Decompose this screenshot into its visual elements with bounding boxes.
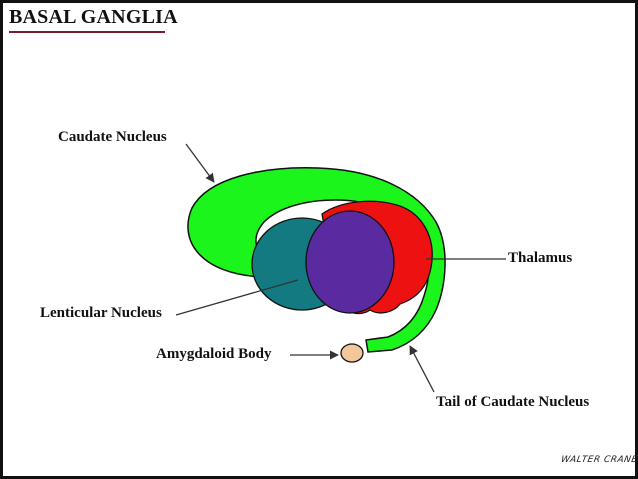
amygdaloid-body-shape (340, 343, 364, 363)
caudate-nucleus-label: Caudate Nucleus (58, 129, 167, 145)
title-underline (9, 31, 165, 33)
lenticular-pointer-line (175, 279, 299, 316)
thalamus-label: Thalamus (508, 250, 573, 266)
artist-signature: WALTER CRANE (560, 455, 638, 465)
caudate-pointer-arrow (185, 143, 215, 183)
globus-pallidus-shape (305, 210, 395, 314)
tail-pointer-arrow (409, 345, 435, 393)
tail-of-caudate-nucleus-label: Tail of Caudate Nucleus (436, 394, 590, 410)
diagram-title: BASAL GANGLIA (9, 6, 178, 28)
caudate-nucleus-shape (187, 167, 446, 353)
lenticular-nucleus-label: Lenticular Nucleus (40, 305, 162, 321)
amygdaloid-body-label: Amygdaloid Body (156, 346, 272, 362)
